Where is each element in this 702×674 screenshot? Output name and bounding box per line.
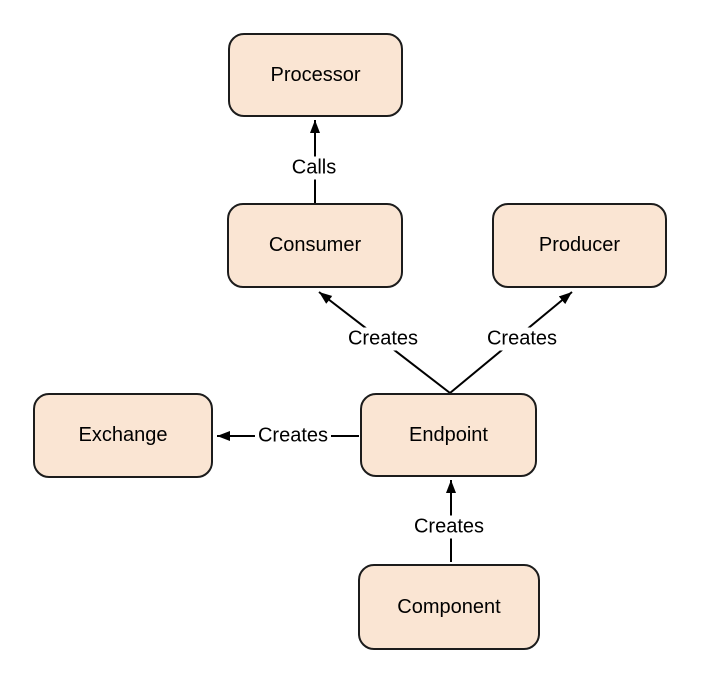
node-component-label: Component — [397, 595, 501, 618]
node-exchange-label: Exchange — [78, 424, 168, 446]
node-processor: Processor — [228, 33, 403, 117]
edge-label-creates-consumer: Creates — [344, 327, 422, 351]
node-exchange: Exchange — [33, 393, 213, 478]
edge-label-calls: Calls — [288, 156, 340, 180]
edge-label-creates-producer: Creates — [483, 327, 561, 351]
node-endpoint-label: Endpoint — [409, 423, 488, 446]
node-processor-label: Processor — [270, 63, 361, 86]
node-component: Component — [358, 564, 540, 650]
node-consumer-label: Consumer — [268, 234, 362, 256]
node-producer-label: Producer — [538, 234, 621, 256]
node-producer: Producer — [492, 203, 667, 288]
node-endpoint: Endpoint — [360, 393, 537, 477]
edge-label-creates-endpoint: Creates — [410, 515, 488, 539]
node-consumer: Consumer — [227, 203, 403, 288]
edge-label-creates-exchange: Creates — [254, 424, 332, 448]
